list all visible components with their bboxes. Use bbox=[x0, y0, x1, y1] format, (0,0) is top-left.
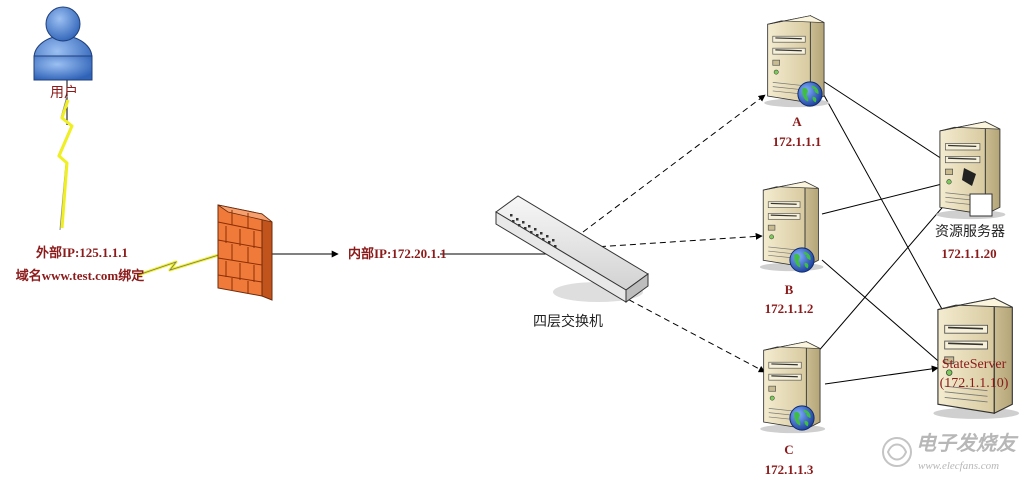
server-c-node: C 172.1.1.3 bbox=[759, 341, 826, 477]
watermark-text: 电子发烧友 bbox=[916, 432, 1019, 455]
firewall-icon bbox=[217, 204, 273, 301]
c-to-state-line bbox=[824, 365, 939, 385]
globe-icon bbox=[789, 405, 815, 431]
server-b-node: B 172.1.1.2 bbox=[759, 181, 825, 316]
state-server-name: StateServer bbox=[942, 357, 1007, 372]
server-c-name: C bbox=[784, 442, 793, 457]
server-a-node: A 172.1.1.1 bbox=[763, 15, 830, 149]
watermark-logo-icon bbox=[882, 437, 912, 467]
switch-to-c-line bbox=[619, 294, 766, 373]
external-ip-label: 外部IP:125.1.1.1 bbox=[35, 245, 128, 260]
state-server-node: StateServer (172.1.1.10) bbox=[932, 297, 1020, 420]
switch-to-b-line bbox=[579, 232, 763, 249]
state-server-ip: (172.1.1.10) bbox=[940, 376, 1009, 391]
user-node: 用户 bbox=[33, 6, 93, 101]
internal-ip-label: 内部IP:172.20.1.1 bbox=[348, 246, 447, 261]
user-icon bbox=[33, 6, 93, 81]
globe-icon bbox=[797, 81, 823, 107]
watermark: 电子发烧友 www.elecfans.com bbox=[882, 432, 1019, 472]
firewall-link-outline bbox=[137, 253, 223, 276]
server-b-ip: 172.1.1.2 bbox=[765, 301, 814, 316]
switch-to-a-line bbox=[574, 94, 766, 239]
server-a-name: A bbox=[792, 114, 802, 129]
domain-label: 域名www.test.com绑定 bbox=[16, 268, 145, 283]
resource-server-node: 资源服务器 172.1.1.20 bbox=[935, 121, 1007, 261]
server-c-ip: 172.1.1.3 bbox=[765, 462, 814, 477]
watermark-url: www.elecfans.com bbox=[918, 460, 999, 472]
switch-label: 四层交换机 bbox=[533, 313, 603, 330]
firewall-link-lightning bbox=[137, 252, 223, 277]
b-to-state-line bbox=[821, 259, 945, 367]
globe-icon bbox=[789, 247, 815, 273]
server-a-ip: 172.1.1.1 bbox=[773, 134, 822, 149]
server-b-name: B bbox=[785, 282, 794, 297]
user-label: 用户 bbox=[50, 84, 78, 101]
user-link-bolt bbox=[57, 99, 74, 229]
resource-server-name: 资源服务器 bbox=[935, 224, 1005, 240]
firewall-node bbox=[217, 204, 273, 301]
switch-icon bbox=[495, 195, 649, 303]
resource-server-ip: 172.1.1.20 bbox=[941, 246, 996, 261]
lock-icon bbox=[962, 168, 993, 217]
switch-node: 四层交换机 bbox=[495, 195, 649, 330]
external-node: 外部IP:125.1.1.1 域名www.test.com绑定 bbox=[16, 245, 145, 283]
a-to-state-line bbox=[819, 87, 949, 321]
